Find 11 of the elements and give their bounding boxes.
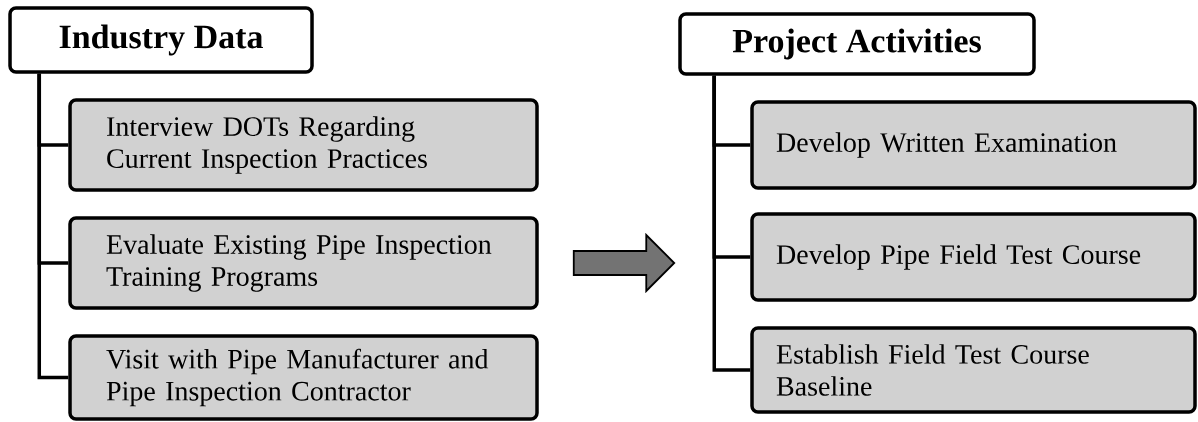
task-box: Develop Pipe Field Test Course: [750, 212, 1197, 302]
heading-box: Project Activities: [678, 12, 1036, 76]
task-box: Develop Written Examination: [750, 100, 1197, 190]
heading-box: Industry Data: [8, 6, 314, 74]
task-box: Interview DOTs Regarding Current Inspection Practices: [68, 98, 539, 192]
block-arrow: [572, 232, 676, 294]
task-box: Evaluate Existing Pipe Inspection Training Programs: [68, 216, 539, 310]
task-box: Visit with Pipe Manufacturer and Pipe Inspection Contractor: [68, 334, 539, 421]
connector-line: [37, 73, 69, 380]
connector-line: [712, 75, 751, 372]
task-box: Establish Field Test Course Baseline: [750, 326, 1197, 414]
